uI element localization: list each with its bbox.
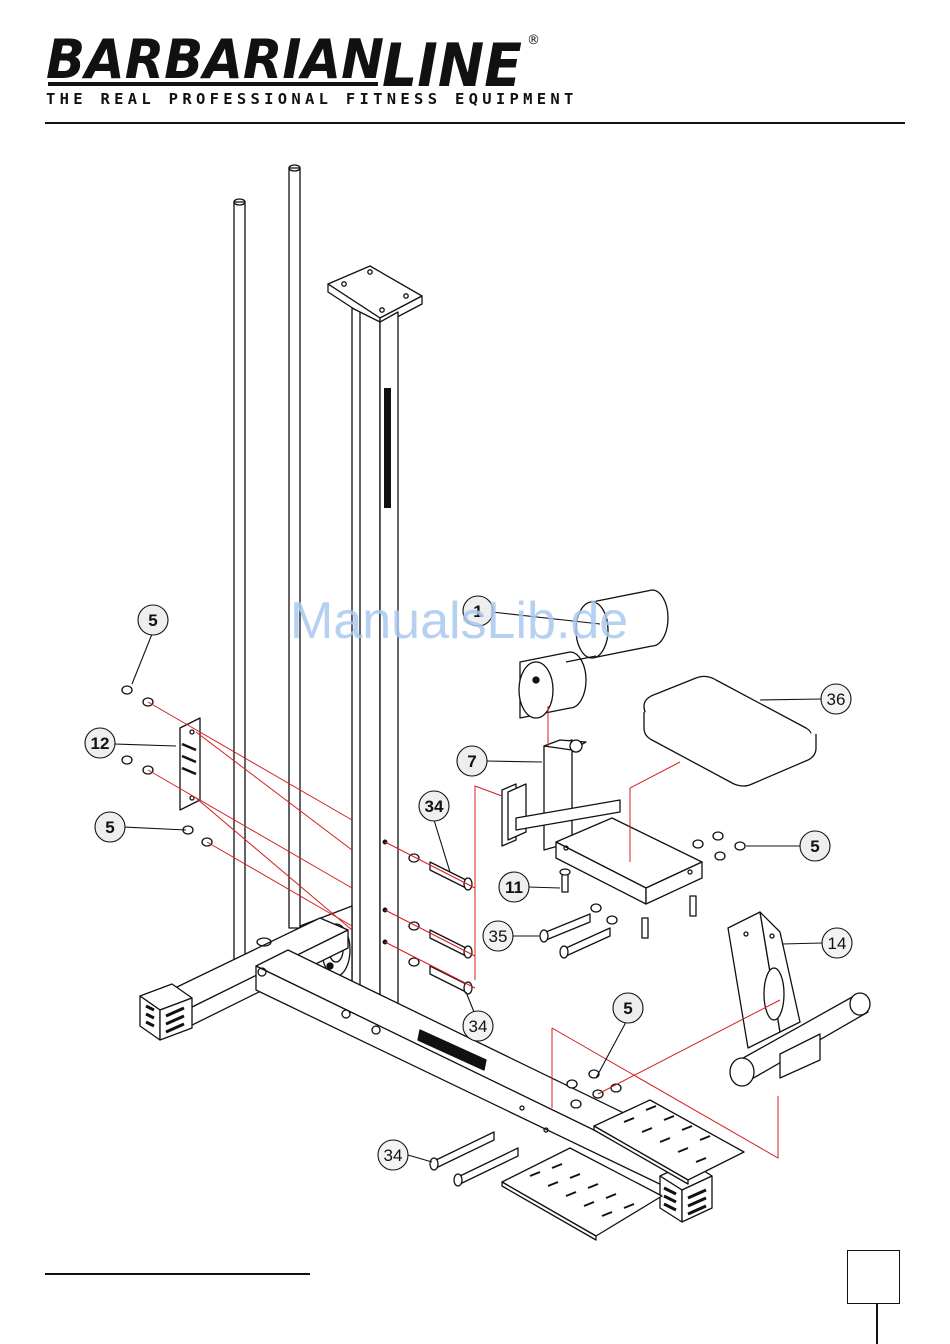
callout-35-label: 35	[489, 927, 508, 946]
callout-11-label: 11	[505, 878, 523, 897]
guide-rod-right	[289, 165, 300, 928]
callout-7-label: 7	[467, 752, 476, 771]
callout-35: 35	[483, 921, 540, 951]
callout-14-label: 14	[828, 934, 847, 953]
page-number-box	[847, 1250, 900, 1304]
callout-5-mid-left-label: 5	[105, 818, 114, 837]
seat-plate	[556, 818, 702, 904]
callout-34-lower-label: 34	[384, 1146, 403, 1165]
callout-5-top-left: 5	[132, 605, 168, 684]
callout-34-mid-label: 34	[469, 1017, 488, 1036]
callout-5-mid-left: 5	[95, 812, 186, 842]
seat-pad-part-36	[644, 676, 816, 786]
pulley-bracket-part-14	[728, 912, 800, 1048]
watermark: ManualsLib.de	[290, 592, 628, 650]
callout-7: 7	[457, 746, 542, 776]
callout-34-lower: 34	[378, 1140, 432, 1170]
callout-5-right-label: 5	[810, 837, 819, 856]
bolts-34-lower	[430, 1132, 518, 1186]
bolts-34-upper	[409, 854, 472, 994]
footer-rule	[45, 1273, 310, 1275]
callout-14: 14	[782, 928, 852, 958]
callout-36: 36	[760, 684, 851, 714]
callout-34-upper-label: 34	[425, 797, 444, 816]
page-number-tick	[876, 1304, 878, 1344]
guide-rod-left	[234, 199, 245, 962]
callout-5-base: 5	[596, 993, 643, 1078]
rear-foot-cap	[140, 984, 192, 1040]
callout-5-top-left-label: 5	[148, 611, 157, 630]
callout-11: 11	[499, 872, 560, 902]
callout-12: 12	[85, 728, 176, 758]
callout-12-label: 12	[91, 734, 110, 753]
callout-5-right: 5	[746, 831, 830, 861]
callout-34-upper: 34	[419, 791, 450, 872]
nuts-washers-5-seat	[693, 832, 745, 860]
callout-5-base-label: 5	[623, 999, 632, 1018]
bolts-35	[540, 904, 617, 958]
callout-34-mid: 34	[463, 992, 493, 1041]
bracket-part-12	[180, 718, 200, 810]
callout-36-label: 36	[827, 690, 846, 709]
